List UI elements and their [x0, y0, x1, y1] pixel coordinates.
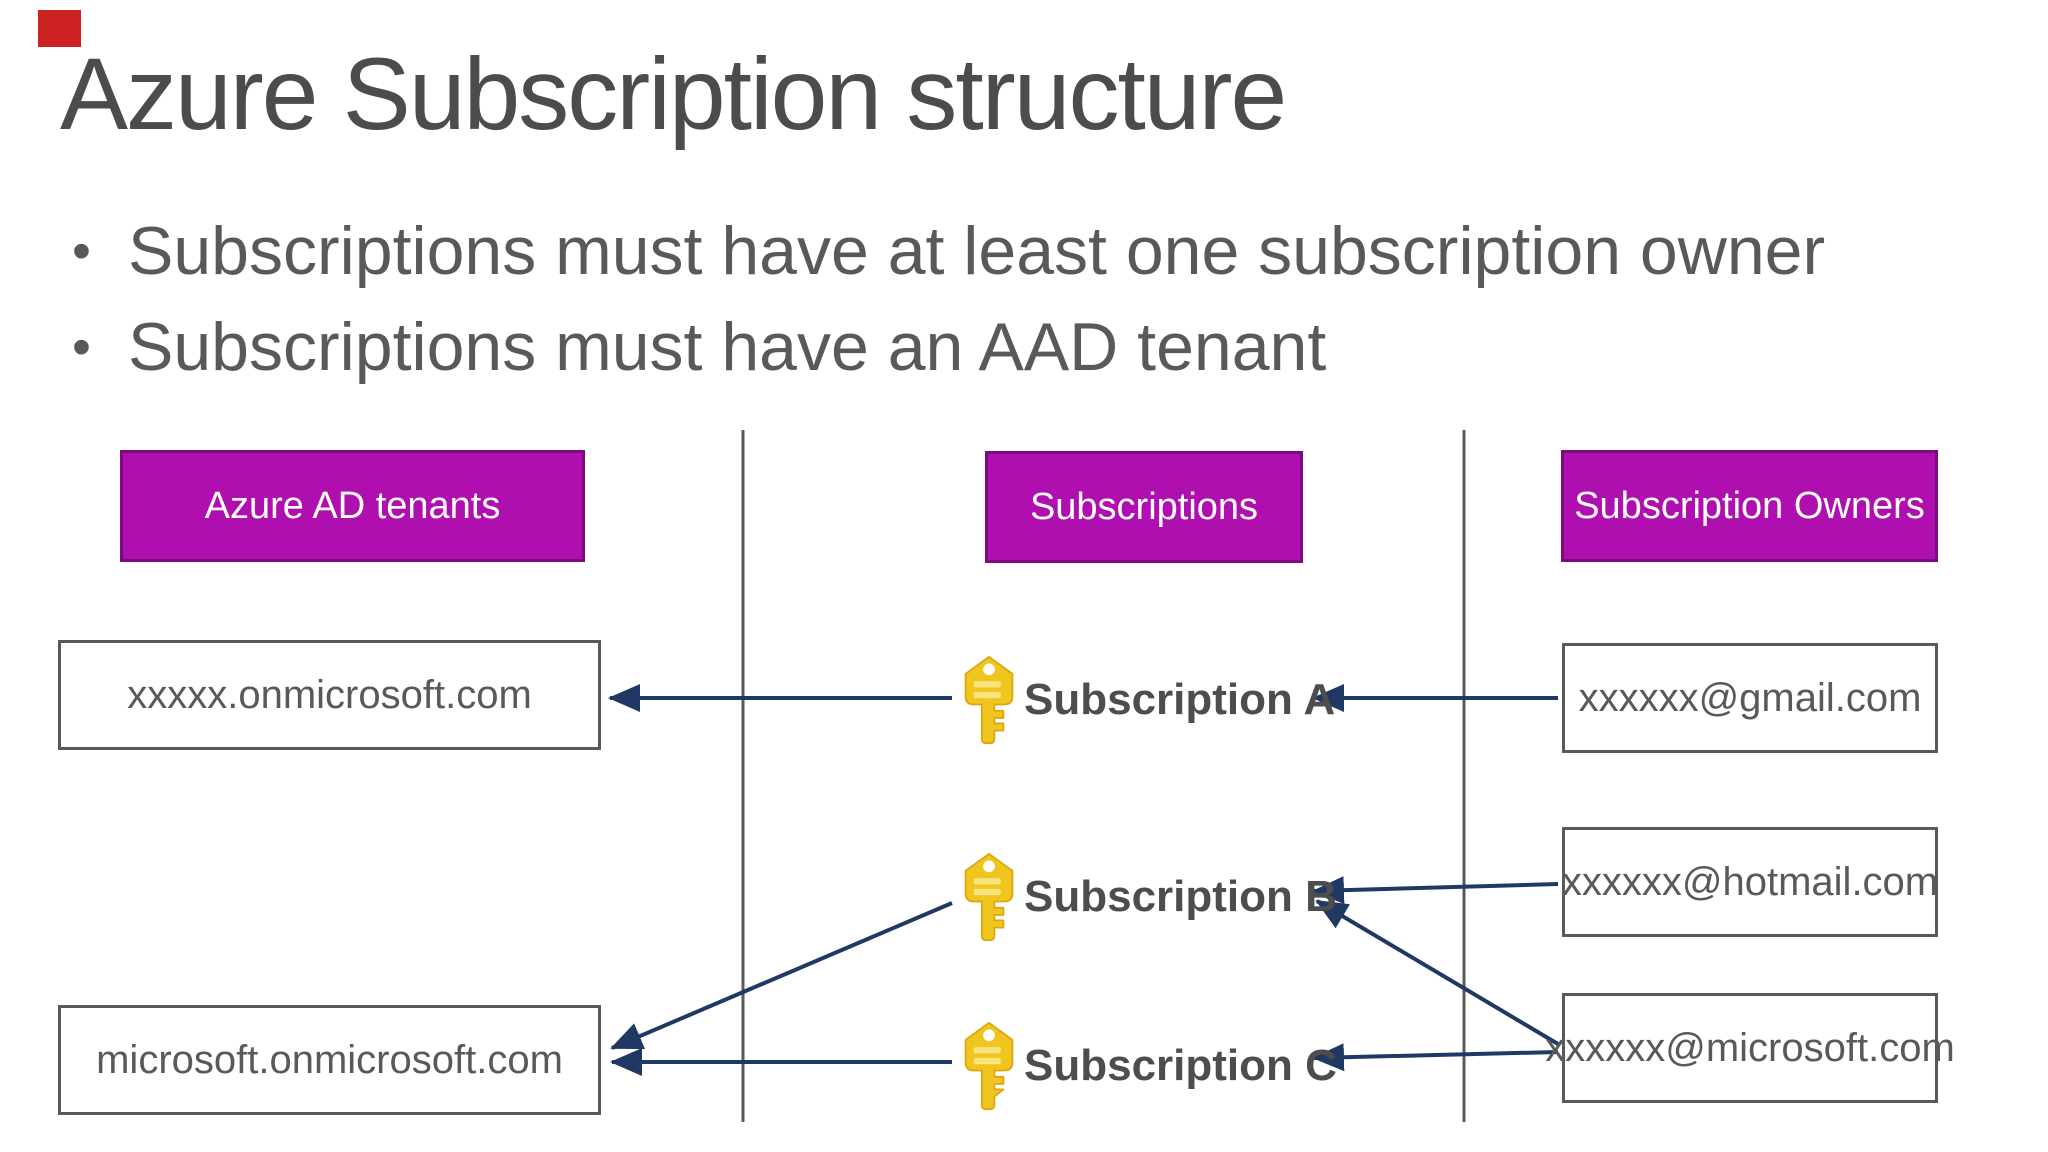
tenant-box-xxxxx-onmicrosoft: xxxxx.onmicrosoft.com: [58, 640, 601, 750]
red-marker-rectangle: [38, 10, 81, 47]
bullet-list: • Subscriptions must have at least one s…: [72, 203, 1825, 395]
column-header-subscription-owners: Subscription Owners: [1561, 450, 1938, 562]
bullet-item: • Subscriptions must have an AAD tenant: [72, 299, 1825, 395]
bullet-text: Subscriptions must have at least one sub…: [128, 213, 1826, 289]
connector-subscription-b-to-tenant-microsoft: [610, 901, 953, 1050]
bullet-dot-icon: •: [72, 317, 91, 377]
column-header-label: Subscriptions: [1029, 485, 1259, 528]
bullet-item: • Subscriptions must have at least one s…: [72, 203, 1825, 299]
key-icon: [964, 852, 1014, 942]
owner-box-hotmail: xxxxxx@hotmail.com: [1562, 827, 1938, 937]
subscription-row-b: Subscription B: [962, 849, 1337, 945]
key-icon: [964, 1021, 1014, 1111]
subscription-label: Subscription A: [1024, 675, 1336, 724]
subscription-label: Subscription C: [1024, 1041, 1337, 1090]
subscription-label: Subscription B: [1024, 872, 1337, 921]
page-title: Azure Subscription structure: [60, 37, 1287, 151]
connector-owner-microsoft-to-subscription-c: [1312, 1043, 1559, 1072]
column-header-label: Azure AD tenants: [204, 484, 501, 527]
owner-label: xxxxxx@hotmail.com: [1561, 859, 1939, 904]
bullet-dot-icon: •: [72, 221, 91, 281]
column-header-azure-ad-tenants: Azure AD tenants: [120, 450, 585, 562]
tenant-box-microsoft-onmicrosoft: microsoft.onmicrosoft.com: [58, 1005, 601, 1115]
subscription-row-c: Subscription C: [962, 1018, 1337, 1114]
owner-box-microsoft: xxxxxx@microsoft.com: [1545, 993, 1955, 1103]
bullet-text: Subscriptions must have an AAD tenant: [128, 309, 1327, 385]
column-header-label: Subscription Owners: [1574, 484, 1925, 527]
subscription-row-a: Subscription A: [962, 652, 1335, 748]
column-header-subscriptions: Subscriptions: [985, 451, 1303, 563]
owner-label: xxxxxx@gmail.com: [1578, 675, 1922, 720]
connector-owner-hotmail-to-subscription-b: [1312, 876, 1559, 905]
connector-owner-microsoft-to-subscription-b: [1315, 899, 1560, 1046]
owner-label: xxxxxx@microsoft.com: [1545, 1025, 1955, 1070]
owner-box-gmail: xxxxxx@gmail.com: [1562, 643, 1938, 753]
key-icon: [964, 655, 1014, 745]
tenant-label: microsoft.onmicrosoft.com: [96, 1037, 563, 1082]
tenant-label: xxxxx.onmicrosoft.com: [127, 672, 532, 717]
